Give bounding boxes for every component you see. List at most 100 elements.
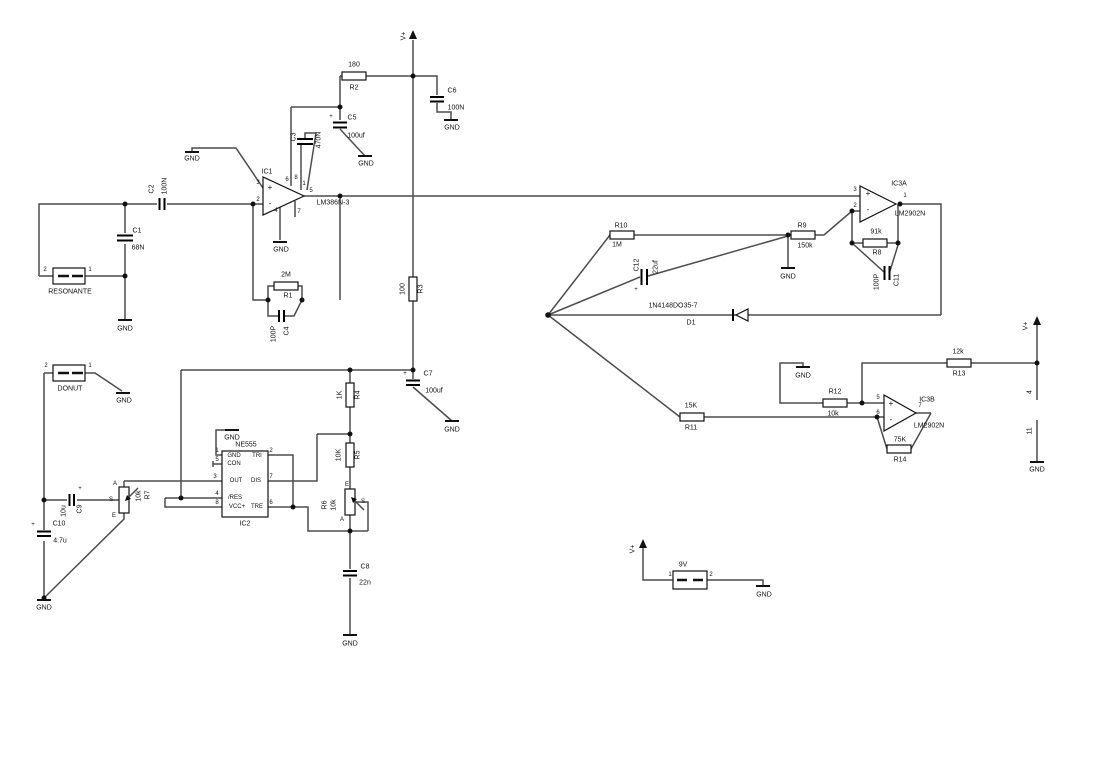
- c12-capacitor: [640, 269, 648, 285]
- ic2-vcc-label-label: VCC+: [228, 504, 246, 510]
- resonante-pin2-label: 2: [43, 267, 47, 273]
- ic2-pin1-label: 1: [215, 448, 219, 454]
- c7-ref-label: C7: [423, 370, 433, 378]
- ic2-pin3-label: 3: [213, 474, 217, 480]
- ic1-part-label: LM386N-3: [316, 199, 350, 207]
- c12-plus-label: +: [634, 287, 638, 293]
- ic1-pin6-label: 6: [285, 177, 289, 183]
- ic3a-part-label: LM2902N: [894, 210, 926, 218]
- r9-resistor: [790, 230, 816, 240]
- c7-capacitor: [406, 379, 420, 386]
- vplus-right-label: V+: [1022, 321, 1030, 331]
- pwr-gnd-label: GND: [1029, 466, 1045, 474]
- r5-resistor: [345, 442, 355, 468]
- r14-value-label: 75K: [893, 436, 907, 444]
- r12-ref-label: R12: [828, 388, 842, 396]
- c7-plus-label: +: [403, 371, 407, 377]
- donut-gnd-label: GND: [116, 397, 132, 405]
- donut-pin1-label: 1: [88, 363, 92, 369]
- c8-gnd-label: GND: [342, 640, 358, 648]
- r10-value-label: 1M: [612, 241, 622, 249]
- ic1-pin3-label: 3: [256, 180, 260, 186]
- c1-ref-label: C1: [132, 227, 142, 235]
- c3-value-label: 470N: [315, 131, 323, 149]
- pwr-pin11-label: 11: [1026, 427, 1034, 435]
- batt-value-label: 9V: [678, 561, 688, 569]
- d1-diode: [734, 308, 749, 322]
- r3-value-label: 100: [399, 283, 407, 295]
- ic3b-minus-label: -: [889, 415, 893, 424]
- r6-a-label: A: [339, 517, 345, 523]
- c7-gnd-label: GND: [444, 426, 460, 434]
- ic3a-plus-label: +: [865, 189, 871, 198]
- r6-ref-label: R6: [321, 500, 329, 510]
- r9-value-label: 150k: [797, 242, 813, 250]
- ic3b-opamp-symbol: [883, 393, 918, 433]
- r6-s-label: S: [360, 499, 366, 505]
- r7-e-label: E: [111, 513, 117, 519]
- ic2-pin4-label: 4: [215, 491, 219, 497]
- ic1-pin5-label: 5: [309, 188, 313, 194]
- c8-ref-label: C8: [360, 563, 370, 571]
- c5-value-label: 100uf: [347, 132, 365, 140]
- c2-value-label: 100N: [161, 177, 169, 195]
- r5-ref-label: R5: [354, 450, 362, 460]
- vplus-arrow-batt: [639, 539, 647, 548]
- ic2-ref-label: IC2: [239, 520, 251, 528]
- r14-ref-label: R14: [893, 456, 907, 464]
- r13-ref-label: R13: [952, 370, 966, 378]
- c5-plus-label: +: [329, 114, 333, 120]
- ic2-pin2-label: 2: [269, 448, 273, 454]
- r13-resistor: [946, 358, 972, 368]
- r10-ref-label: R10: [614, 222, 628, 230]
- r8-resistor: [862, 238, 888, 248]
- r5-value-label: 10K: [335, 448, 343, 462]
- d1-part-label: 1N4148DO35-7: [648, 302, 698, 310]
- c1-capacitor: [117, 234, 133, 242]
- d1-ref-label: D1: [686, 319, 696, 327]
- ne555-box: [221, 450, 269, 518]
- c4-capacitor: [278, 310, 285, 322]
- r4-ref-label: R4: [354, 390, 362, 400]
- ic2-tre-label-label: TRE: [251, 504, 263, 510]
- ic1-pin1-label: 1: [302, 181, 306, 187]
- net-battery: [642, 548, 764, 586]
- ic3b-ref-label: IC3B: [919, 396, 935, 404]
- r11-resistor: [679, 412, 705, 422]
- r4-resistor: [345, 382, 355, 408]
- donut-pin2-label: 2: [44, 363, 48, 369]
- r11-ref-label: R11: [684, 424, 698, 432]
- c5-capacitor: [333, 121, 347, 129]
- c2-ref-label: C2: [148, 184, 156, 194]
- r7-wiper: [127, 487, 139, 499]
- ic2-tri-label-label: TRI: [252, 453, 262, 459]
- r7-wiper-arrowhead: [125, 495, 131, 501]
- r1-ref-label: R1: [283, 292, 293, 300]
- c9-value-label: 10u: [60, 505, 68, 517]
- c6-ref-label: C6: [447, 87, 457, 95]
- vplus-top-label: V+: [400, 31, 408, 41]
- ic2-dis-label-label: DIS: [250, 478, 262, 484]
- c1-gnd-label: GND: [117, 325, 133, 333]
- batt-pin2-label: 2: [709, 572, 713, 578]
- ic3a-pin1-label: 1: [903, 193, 907, 199]
- ic3a-pin2-label: 2: [853, 203, 857, 209]
- c9-ref-label: C9: [76, 504, 84, 514]
- net-ne555: [123, 429, 350, 532]
- c5-ref-label: C5: [347, 114, 357, 122]
- r2-resistor: [341, 71, 367, 81]
- r2-value-label: 180: [348, 61, 360, 69]
- r7-ref-label: R7: [144, 490, 152, 500]
- ic3a-ref-label: IC3A: [891, 180, 907, 188]
- battery-box: [672, 570, 708, 590]
- c6-value-label: 100N: [447, 104, 465, 112]
- ic3b-plus-label: +: [888, 399, 894, 408]
- r7-a-label: A: [112, 481, 118, 487]
- net-mid-rail: [180, 369, 453, 635]
- ic3b-pin6-label: 6: [876, 410, 880, 416]
- r3-ref-label: R3: [417, 284, 425, 294]
- ic2-pin8-label: 8: [215, 500, 219, 506]
- ic1-pin2-label: 2: [256, 197, 260, 203]
- net-ic1: [191, 40, 860, 379]
